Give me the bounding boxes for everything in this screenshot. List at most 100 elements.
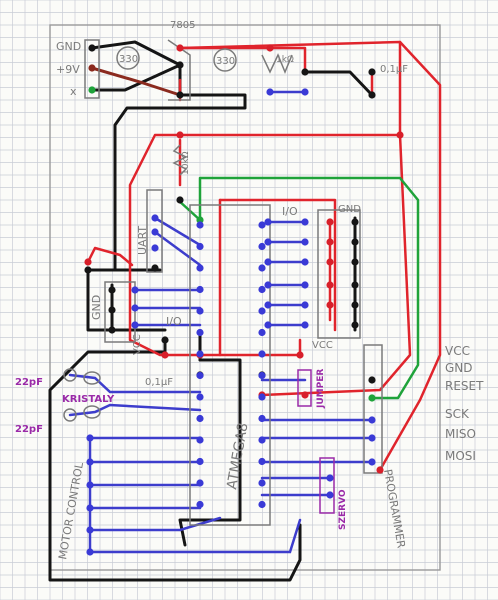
solder-dot [368,394,376,402]
programmer-pin-vcc: VCC [445,344,470,358]
solder-dot [176,44,184,52]
signal-wires [68,90,374,554]
solder-dots [84,44,404,556]
motor-control-label: MOTOR CONTROL [56,461,86,561]
solder-dot [264,281,272,289]
chip-label: ATMEGA8 [224,422,251,491]
crystal-cap1-label: 22pF [15,377,43,388]
chip-pin [258,479,266,487]
solder-dot [368,376,376,384]
solder-dot [88,86,96,94]
solder-dot [326,301,334,309]
solder-dot [351,301,359,309]
chip-pin [258,436,266,444]
solder-dot [296,351,304,359]
solder-dot [351,281,359,289]
chip-pin [196,307,204,315]
solder-dot [86,504,94,512]
chip-pin-dots [196,221,266,509]
resistor-330-a-label: 330 [119,54,138,65]
solder-dot [151,244,159,252]
solder-dot [396,131,404,139]
gnd-right-label: GND [338,204,361,215]
solder-dot [326,491,334,499]
chip-pin [196,350,204,358]
programmer-pin-miso: MISO [445,427,476,441]
solder-dot [301,391,309,399]
chip-pin [258,264,266,272]
solder-dot [176,91,184,99]
supply-wire [91,66,181,97]
programmer-header [363,344,383,474]
programmer-pin-mosi: MOSI [445,449,476,463]
crystal-cap-2 [63,408,77,422]
chip-pin [196,221,204,229]
regulator-label: 7805 [170,20,195,31]
solder-dot [176,196,184,204]
resistor-1k-body [261,53,293,74]
solder-dot [368,68,376,76]
chip-outline [189,204,271,526]
programmer-pin-reset: RESET [445,379,484,393]
chip-pin [196,242,204,251]
solder-dot [131,304,139,312]
solder-dot [86,526,94,534]
cap-label-bottom: 0,1μF [145,377,173,388]
solder-dot [266,88,274,96]
uart-header [146,189,163,273]
servo-box [319,457,335,514]
solder-dot [161,351,169,359]
reset-resistor-body [172,144,188,176]
vcc-wires [86,40,442,472]
solder-dot [84,258,92,266]
chip-pin [258,242,266,251]
chip-pin [258,371,266,380]
solder-dot [176,61,184,69]
solder-dot [376,466,384,474]
power-9v-label: +9V [56,63,80,76]
solder-dot [326,258,334,266]
chip-pin [196,328,204,337]
crystal-cap2-label: 22pF [15,424,43,435]
solder-dot [264,321,272,329]
reset-wires [176,176,420,400]
solder-dot [176,131,184,139]
solder-dot [301,68,309,76]
solder-dot [301,238,309,246]
solder-dot [326,218,334,226]
solder-dot [368,458,376,466]
solder-dot [151,228,159,236]
solder-dot [264,238,272,246]
solder-dot [266,44,274,52]
chip-pin [196,264,204,272]
solder-dot [161,336,169,344]
solder-dot [131,321,139,329]
chip-pin [196,285,204,294]
chip-pin [258,350,266,358]
solder-dot [351,218,359,226]
solder-dot [196,216,204,224]
solder-dot [86,458,94,466]
resistor-330-b-label: 330 [216,56,235,67]
chip-pin [258,393,266,401]
solder-dot [264,301,272,309]
programmer-pin-sck: SCK [445,407,470,421]
gnd-left-label: GND [90,295,103,320]
solder-dot [351,258,359,266]
solder-dot [151,264,159,272]
io-right-label: I/O [282,205,298,218]
crystal-label: KRISTALY [62,394,115,405]
solder-dot [131,286,139,294]
solder-dot [88,44,96,52]
chip-pin [258,414,266,423]
solder-dot [301,258,309,266]
crystal-1 [83,371,101,385]
solder-dot [326,281,334,289]
solder-dot [368,91,376,99]
solder-dot [84,266,92,274]
solder-dot [301,301,309,309]
uart-label: UART [136,226,149,255]
